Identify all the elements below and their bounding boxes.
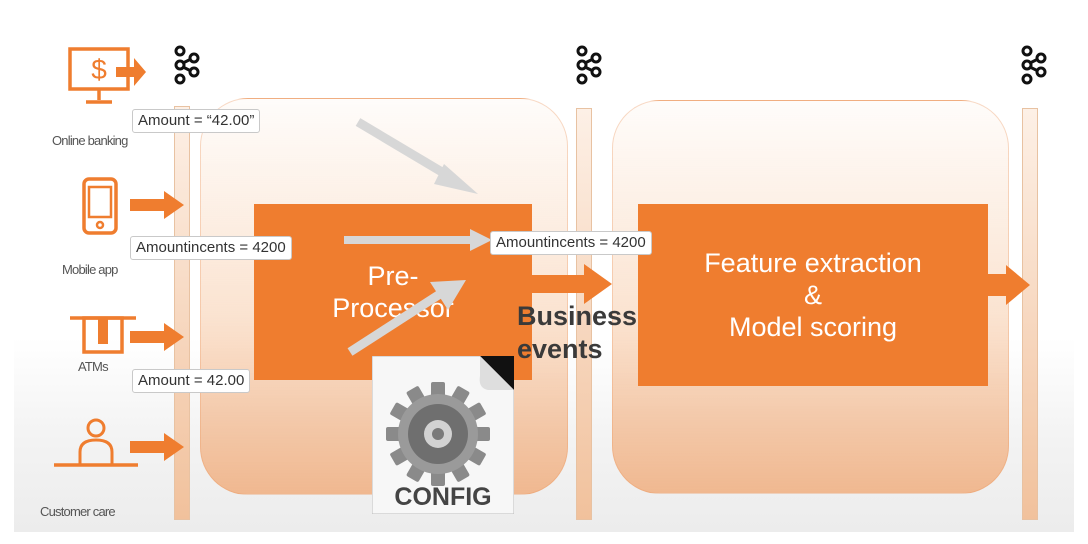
preprocessor-box: Pre- Processor <box>254 204 532 380</box>
source-label-customer-care: Customer care <box>40 504 116 519</box>
label-amount-string: Amount = “42.00” <box>132 109 261 133</box>
kafka-icon <box>174 45 200 85</box>
label-amount-cents-in: Amountincents = 4200 <box>130 236 292 260</box>
kafka-icon <box>576 45 602 85</box>
model-line3: Model scoring <box>728 312 898 342</box>
business-events-line2: events <box>517 334 603 364</box>
svg-text:$: $ <box>91 54 107 85</box>
kafka-icon <box>1021 45 1047 85</box>
stream-bar-output <box>1022 108 1038 520</box>
business-events-label: Business events <box>517 300 637 366</box>
flow-arrow-to-model <box>530 264 612 304</box>
stream-bar-input <box>174 106 190 520</box>
model-line1: Feature extraction <box>704 248 922 278</box>
atm-icon <box>70 316 136 354</box>
stream-bar-business-events <box>576 108 592 520</box>
business-events-line1: Business <box>517 301 638 331</box>
diagram-slide: $ Online banking Mobile app ATMs Custome… <box>14 22 1074 532</box>
source-arrow-mobile <box>130 191 184 219</box>
model-line2: & <box>803 280 822 310</box>
gray-arrow-horizontal <box>344 229 492 251</box>
flow-arrow-output <box>986 265 1030 305</box>
model-scoring-box: Feature extraction & Model scoring <box>638 204 988 386</box>
customer-care-icon <box>54 418 138 467</box>
source-label-atms: ATMs <box>78 359 109 374</box>
label-amount-cents-out: Amountincents = 4200 <box>490 231 652 255</box>
source-label-mobile-app: Mobile app <box>62 262 118 277</box>
config-label: CONFIG <box>394 483 492 511</box>
mobile-phone-icon <box>82 177 118 235</box>
source-arrow-customer-care <box>130 433 184 461</box>
gray-arrow-diagonal-down <box>355 118 478 194</box>
config-document: CONFIG <box>371 355 515 515</box>
preprocessor-line1: Pre- <box>367 261 419 291</box>
dollar-monitor-icon: $ <box>68 47 146 104</box>
label-amount-number: Amount = 42.00 <box>132 369 251 393</box>
source-label-online-banking: Online banking <box>52 133 128 148</box>
gray-arrow-diagonal-up <box>347 280 466 356</box>
source-arrow-atm <box>130 323 184 351</box>
